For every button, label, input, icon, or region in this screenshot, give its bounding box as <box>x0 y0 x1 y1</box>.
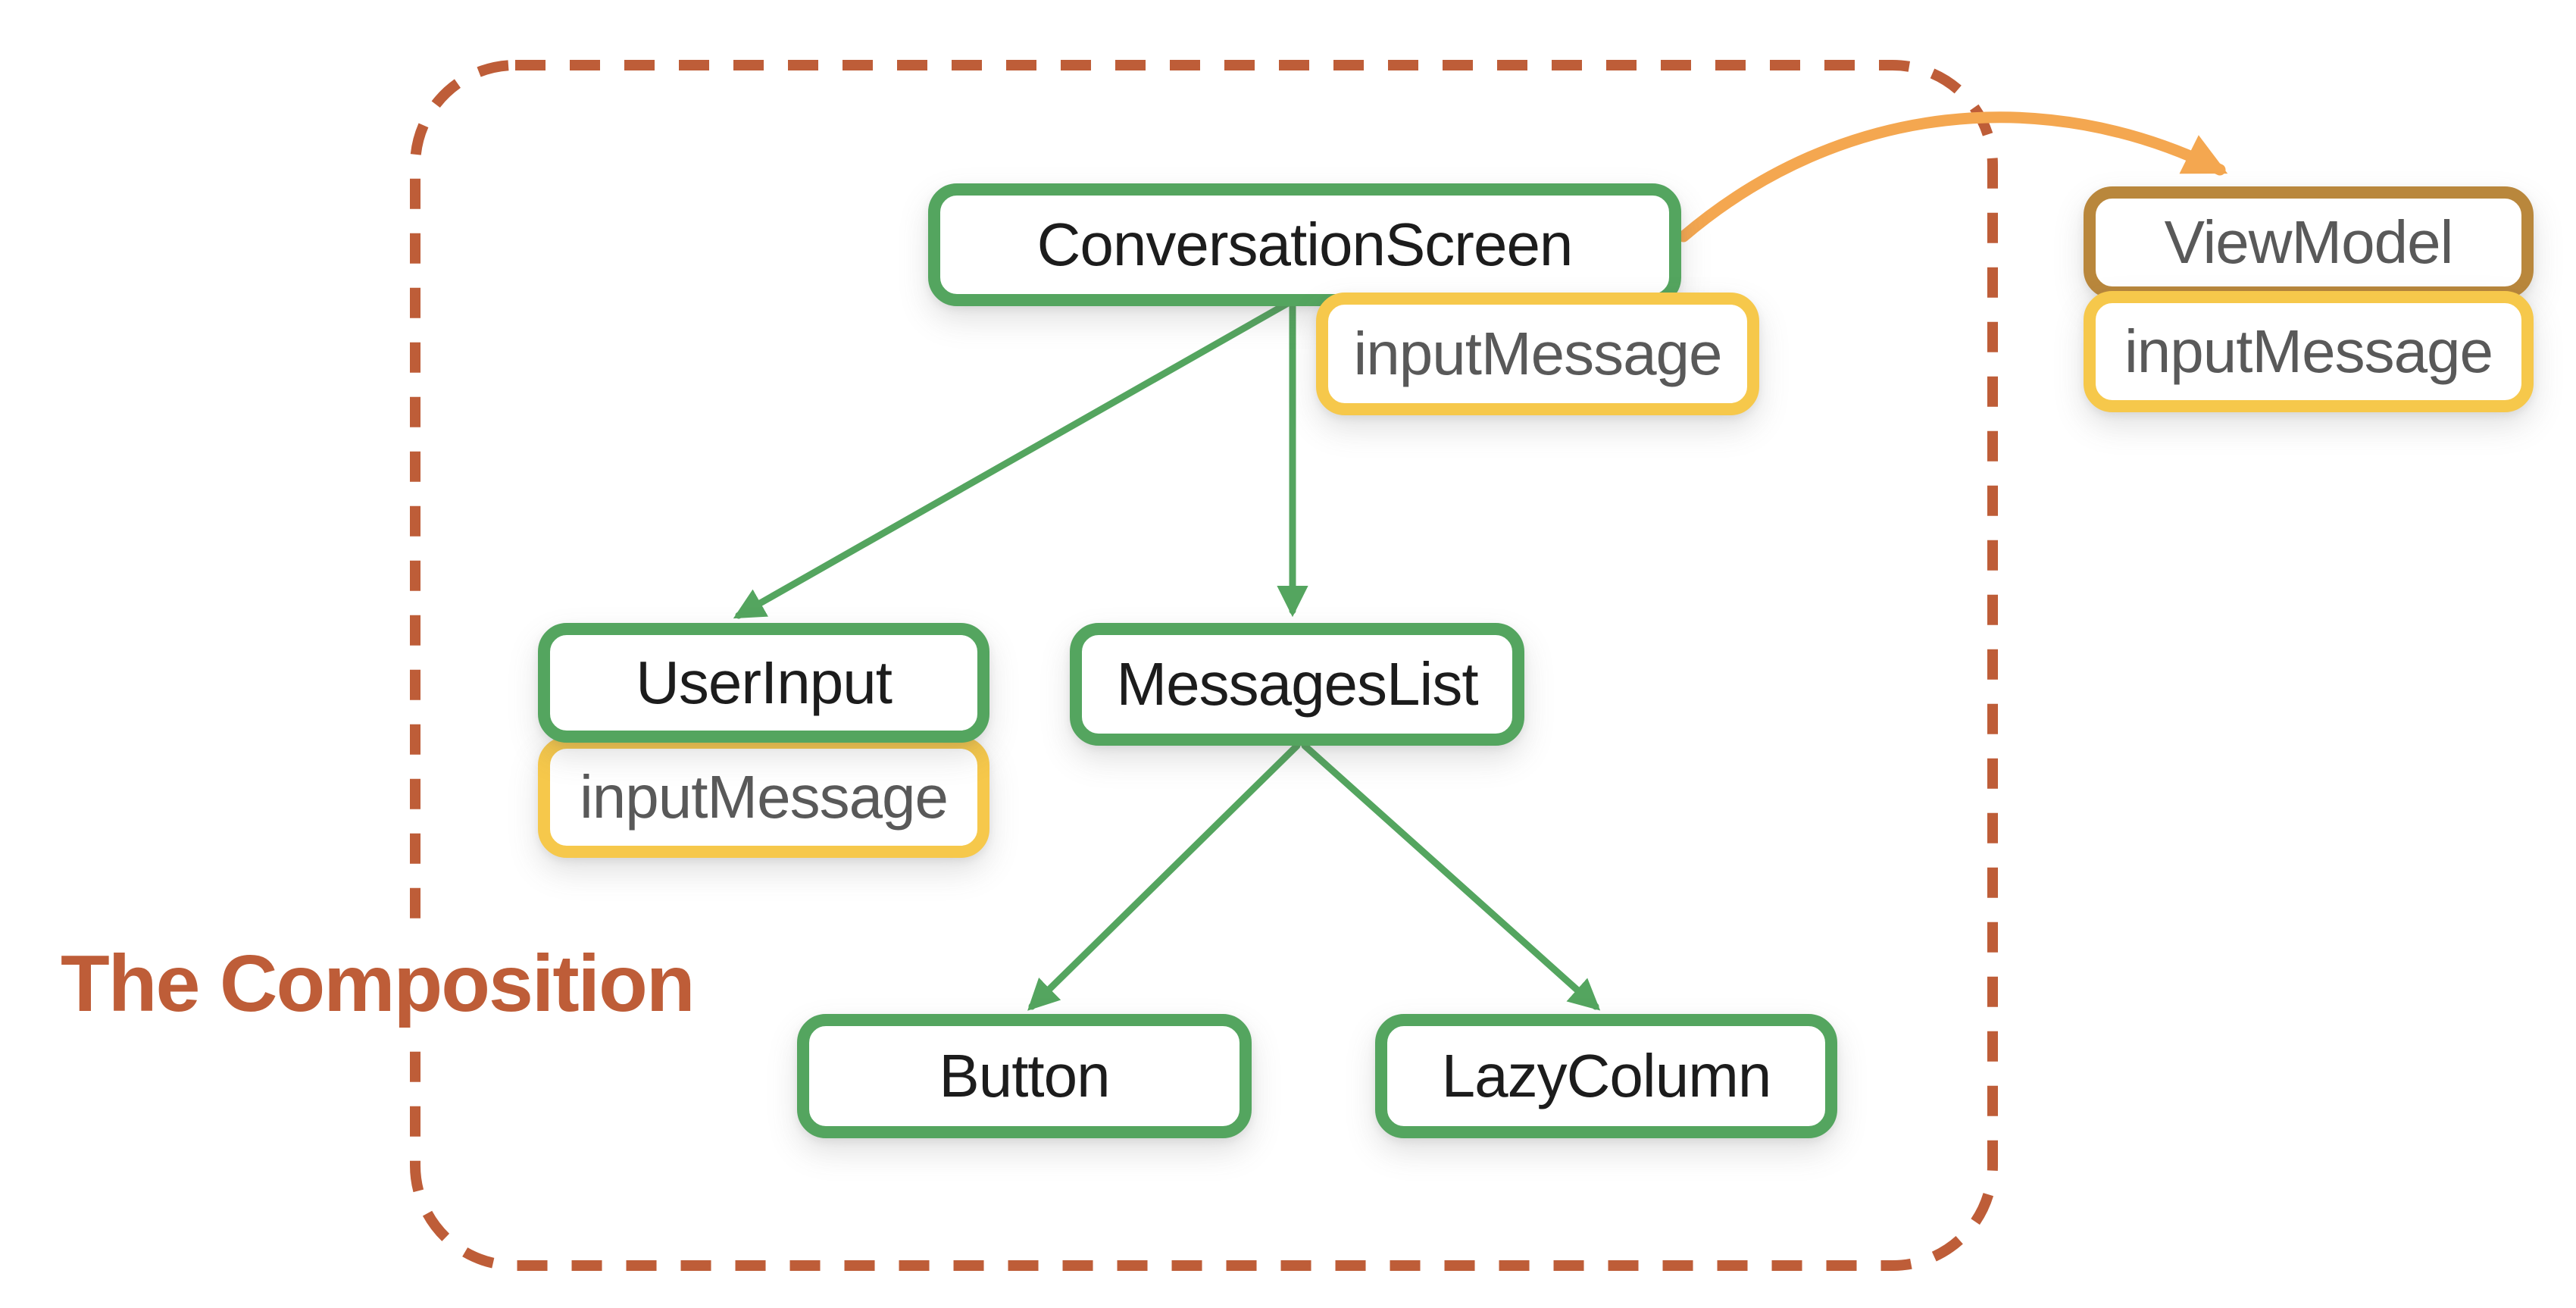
node-label: Button <box>939 1042 1110 1109</box>
node-user-input: UserInput <box>538 623 989 743</box>
node-conversation-screen-input-message: inputMessage <box>1316 293 1759 415</box>
boundary-label: The Composition <box>58 931 714 1040</box>
node-label: MessagesList <box>1116 650 1478 718</box>
edge-messageslist-button <box>1027 742 1301 1011</box>
composition-boundary <box>410 60 1998 1271</box>
node-label: ViewModel <box>2164 208 2454 276</box>
edge-messageslist-lazycolumn <box>1301 742 1601 1011</box>
node-button: Button <box>797 1014 1252 1138</box>
node-label: UserInput <box>636 649 893 716</box>
node-label: inputMessage <box>579 763 949 831</box>
node-messages-list: MessagesList <box>1070 623 1524 746</box>
node-lazy-column: LazyColumn <box>1375 1014 1837 1138</box>
state-hoisting-arrow <box>1677 111 2228 243</box>
node-label: ConversationScreen <box>1036 211 1574 278</box>
edge-conversationscreen-userinput <box>733 299 1292 619</box>
node-view-model-input-message: inputMessage <box>2084 291 2534 412</box>
node-label: LazyColumn <box>1441 1042 1772 1109</box>
node-label: inputMessage <box>2124 318 2493 385</box>
node-label: inputMessage <box>1353 320 1722 387</box>
node-conversation-screen: ConversationScreen <box>928 183 1681 306</box>
node-view-model: ViewModel <box>2084 186 2534 299</box>
node-user-input-input-message: inputMessage <box>538 737 989 858</box>
